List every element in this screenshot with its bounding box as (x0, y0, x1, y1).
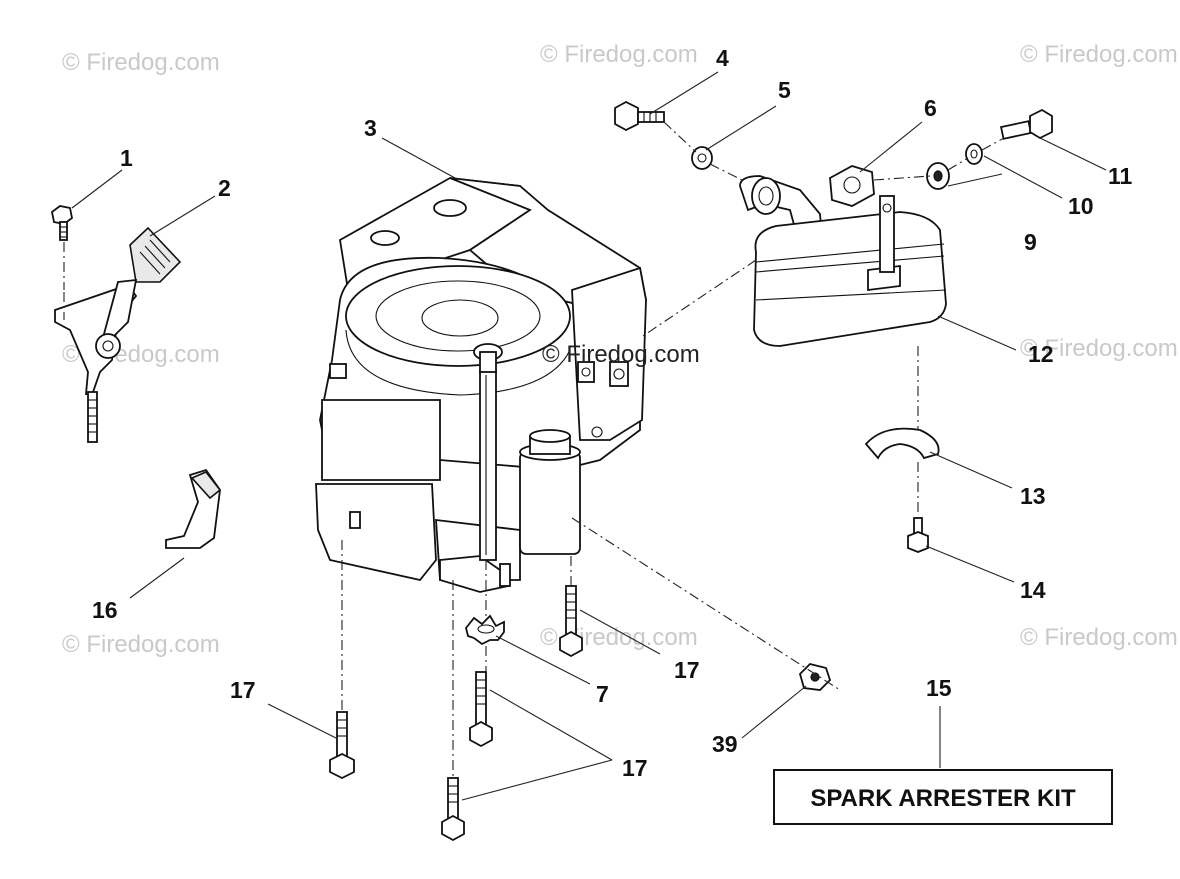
part-14-bolt (907, 517, 929, 553)
callout-1: 1 (120, 145, 133, 171)
callout-17: 17 (230, 677, 256, 703)
callout-39: 39 (712, 731, 738, 757)
spark-arrester-kit-label: SPARK ARRESTER KIT (810, 785, 1076, 812)
callout-11: 11 (1108, 163, 1133, 189)
callout-6: 6 (924, 95, 937, 121)
callout-5: 5 (778, 77, 791, 103)
watermark: © Firedog.com (1020, 335, 1178, 362)
callout-3: 3 (364, 115, 377, 141)
assembly-lines (63, 121, 1005, 778)
watermark: © Firedog.com (1020, 624, 1178, 651)
callout-10: 10 (1068, 193, 1094, 219)
callout-7: 7 (596, 681, 609, 707)
part-12-muffler (753, 195, 947, 347)
part-13-heat-shield (864, 427, 940, 460)
part-3-engine (315, 177, 648, 593)
callout-numbers: 1 2 3 4 5 6 7 9 10 11 12 13 14 15 16 17 … (92, 45, 1133, 781)
callout-13: 13 (1020, 483, 1046, 509)
center-watermark: © Firedog.com (542, 341, 700, 368)
part-4-bolt (614, 100, 665, 132)
callout-14: 14 (1020, 577, 1046, 603)
callout-17: 17 (622, 755, 648, 781)
part-1-bolt (51, 205, 73, 290)
part-7-star-washer (465, 614, 505, 646)
spark-arrester-kit-box: SPARK ARRESTER KIT (773, 769, 1113, 825)
part-17-bolt (329, 711, 355, 780)
watermark: © Firedog.com (1020, 41, 1178, 68)
part-11-bolt (999, 108, 1053, 140)
part-10-lock-washer (965, 143, 983, 165)
callout-2: 2 (218, 175, 231, 201)
callout-16: 16 (92, 597, 118, 623)
part-9-washer (926, 162, 950, 190)
part-2-throttle-control (54, 226, 182, 443)
part-17-bolt (559, 585, 583, 658)
callout-12: 12 (1028, 341, 1054, 367)
callout-17: 17 (674, 657, 700, 683)
part-5-washer (691, 146, 713, 170)
watermark: © Firedog.com (62, 631, 220, 658)
part-17-bolt (441, 777, 465, 842)
callout-4: 4 (716, 45, 729, 71)
callout-9: 9 (1024, 229, 1037, 255)
part-17-bolt (469, 671, 493, 748)
part-16-bracket (165, 468, 222, 549)
watermarks: © Firedog.com © Firedog.com © Firedog.co… (62, 41, 1178, 658)
callout-15: 15 (926, 675, 952, 701)
part-39-nut (798, 663, 832, 691)
watermark: © Firedog.com (62, 49, 220, 76)
leader-lines (71, 71, 1107, 801)
watermark: © Firedog.com (540, 41, 698, 68)
